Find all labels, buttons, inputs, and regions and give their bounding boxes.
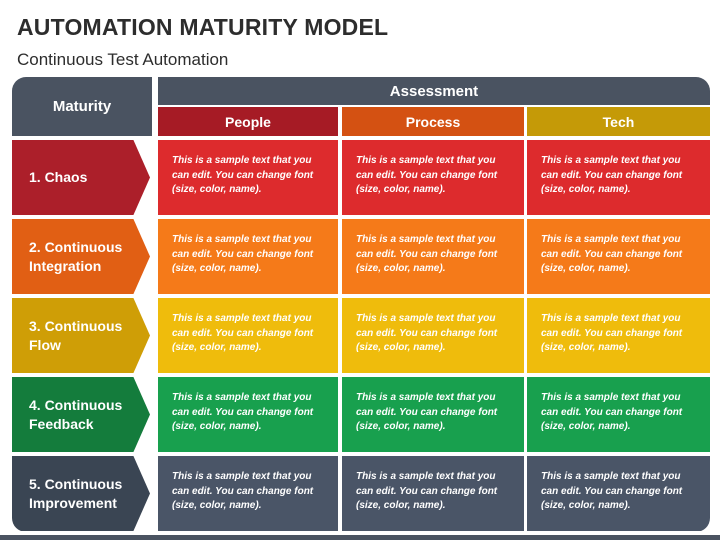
cell-feedback-process: This is a sample text that you can edit.… [342,377,524,452]
cell-flow-tech: This is a sample text that you can edit.… [527,298,710,373]
stage-label-chaos: 1. Chaos [12,140,150,215]
stage-label-continuous-integration: 2. Continuous Integration [12,219,150,294]
cell-chaos-process: This is a sample text that you can edit.… [342,140,524,215]
cell-improvement-process: This is a sample text that you can edit.… [342,456,524,531]
bottom-accent-bar [0,535,720,540]
stage-label-continuous-feedback: 4. Continuous Feedback [12,377,150,452]
column-header-process: Process [342,107,524,136]
cell-integration-tech: This is a sample text that you can edit.… [527,219,710,294]
cell-integration-process: This is a sample text that you can edit.… [342,219,524,294]
cell-integration-people: This is a sample text that you can edit.… [158,219,338,294]
cell-chaos-tech: This is a sample text that you can edit.… [527,140,710,215]
cell-flow-process: This is a sample text that you can edit.… [342,298,524,373]
maturity-table: Maturity Assessment People Process Tech … [12,77,710,532]
column-header-people: People [158,107,338,136]
maturity-header: Maturity [12,77,152,136]
page-subtitle: Continuous Test Automation [17,50,229,69]
assessment-header: Assessment [158,77,710,105]
column-header-tech: Tech [527,107,710,136]
stage-label-continuous-flow: 3. Continuous Flow [12,298,150,373]
cell-improvement-people: This is a sample text that you can edit.… [158,456,338,531]
cell-improvement-tech: This is a sample text that you can edit.… [527,456,710,531]
stage-label-continuous-improvement: 5. Continuous Improvement [12,456,150,531]
cell-feedback-people: This is a sample text that you can edit.… [158,377,338,452]
page-title: AUTOMATION MATURITY MODEL [17,14,389,40]
cell-feedback-tech: This is a sample text that you can edit.… [527,377,710,452]
cell-flow-people: This is a sample text that you can edit.… [158,298,338,373]
cell-chaos-people: This is a sample text that you can edit.… [158,140,338,215]
